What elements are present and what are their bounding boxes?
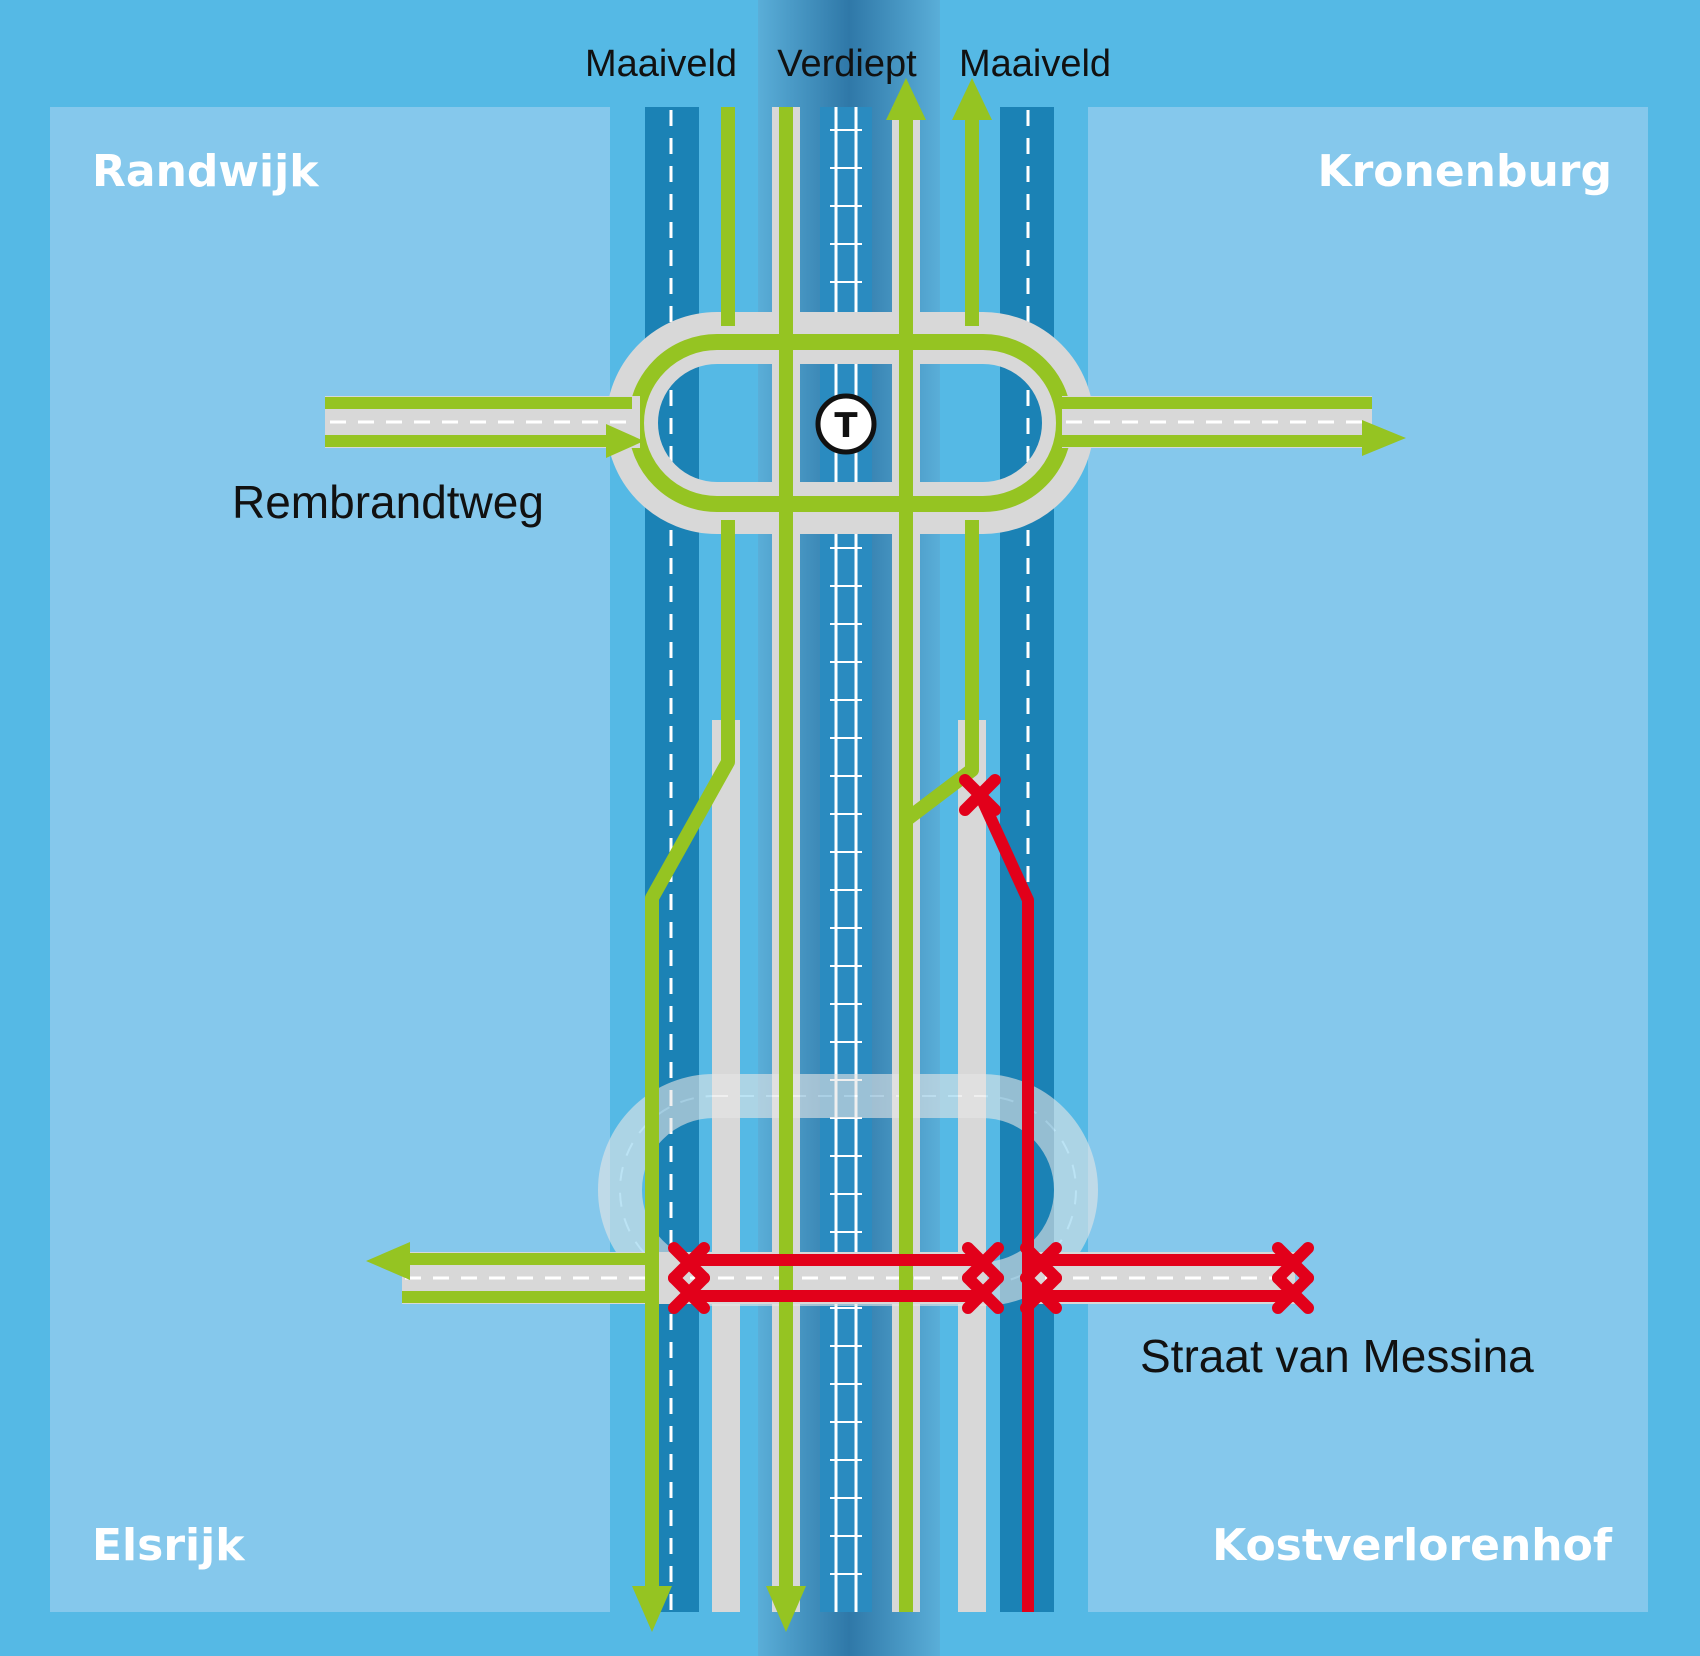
closure-markers: [668, 774, 1314, 1314]
district-label-top-left: Randwijk: [92, 146, 320, 197]
arrow-icon: [606, 424, 644, 458]
road-west-grey: [712, 720, 740, 1612]
closed-routes: [690, 792, 1295, 1612]
x-mark-icon: [962, 1242, 1004, 1314]
x-mark-icon: [668, 1242, 710, 1314]
closed-route-east-diagonal: [974, 792, 1034, 1612]
arrow-icon: [632, 1586, 672, 1632]
arrow-icon: [952, 78, 992, 120]
arrow-icon: [886, 78, 926, 120]
district-area-east: [1088, 107, 1648, 1612]
route-center-right-merge: [901, 520, 979, 826]
road-label-rembrandtweg: Rembrandtweg: [232, 476, 544, 528]
arrow-icon: [766, 1586, 806, 1632]
district-label-top-right: Kronenburg: [1317, 146, 1612, 197]
route-west-southbound: [645, 520, 735, 1592]
arrow-icon: [366, 1242, 410, 1280]
x-mark-icon: [1272, 1242, 1314, 1314]
tram-stop-letter: T: [834, 406, 858, 446]
x-mark-icon: [959, 774, 1001, 816]
district-label-bottom-right: Kostverlorenhof: [1212, 1520, 1613, 1571]
district-area-west: [50, 107, 610, 1612]
rembrandtweg-road: [325, 396, 1406, 458]
column-header-center: Verdiept: [777, 43, 917, 85]
road-label-straat-van-messina: Straat van Messina: [1140, 1330, 1534, 1382]
column-header-left: Maaiveld: [585, 43, 737, 85]
tram-stop-icon: T: [815, 393, 877, 455]
district-label-bottom-left: Elsrijk: [92, 1520, 246, 1571]
column-header-right: Maaiveld: [959, 43, 1111, 85]
arrow-icon: [1362, 420, 1406, 456]
open-routes: [645, 107, 979, 1612]
road-east-grey: [958, 720, 986, 1612]
x-mark-icon: [1020, 1242, 1062, 1314]
